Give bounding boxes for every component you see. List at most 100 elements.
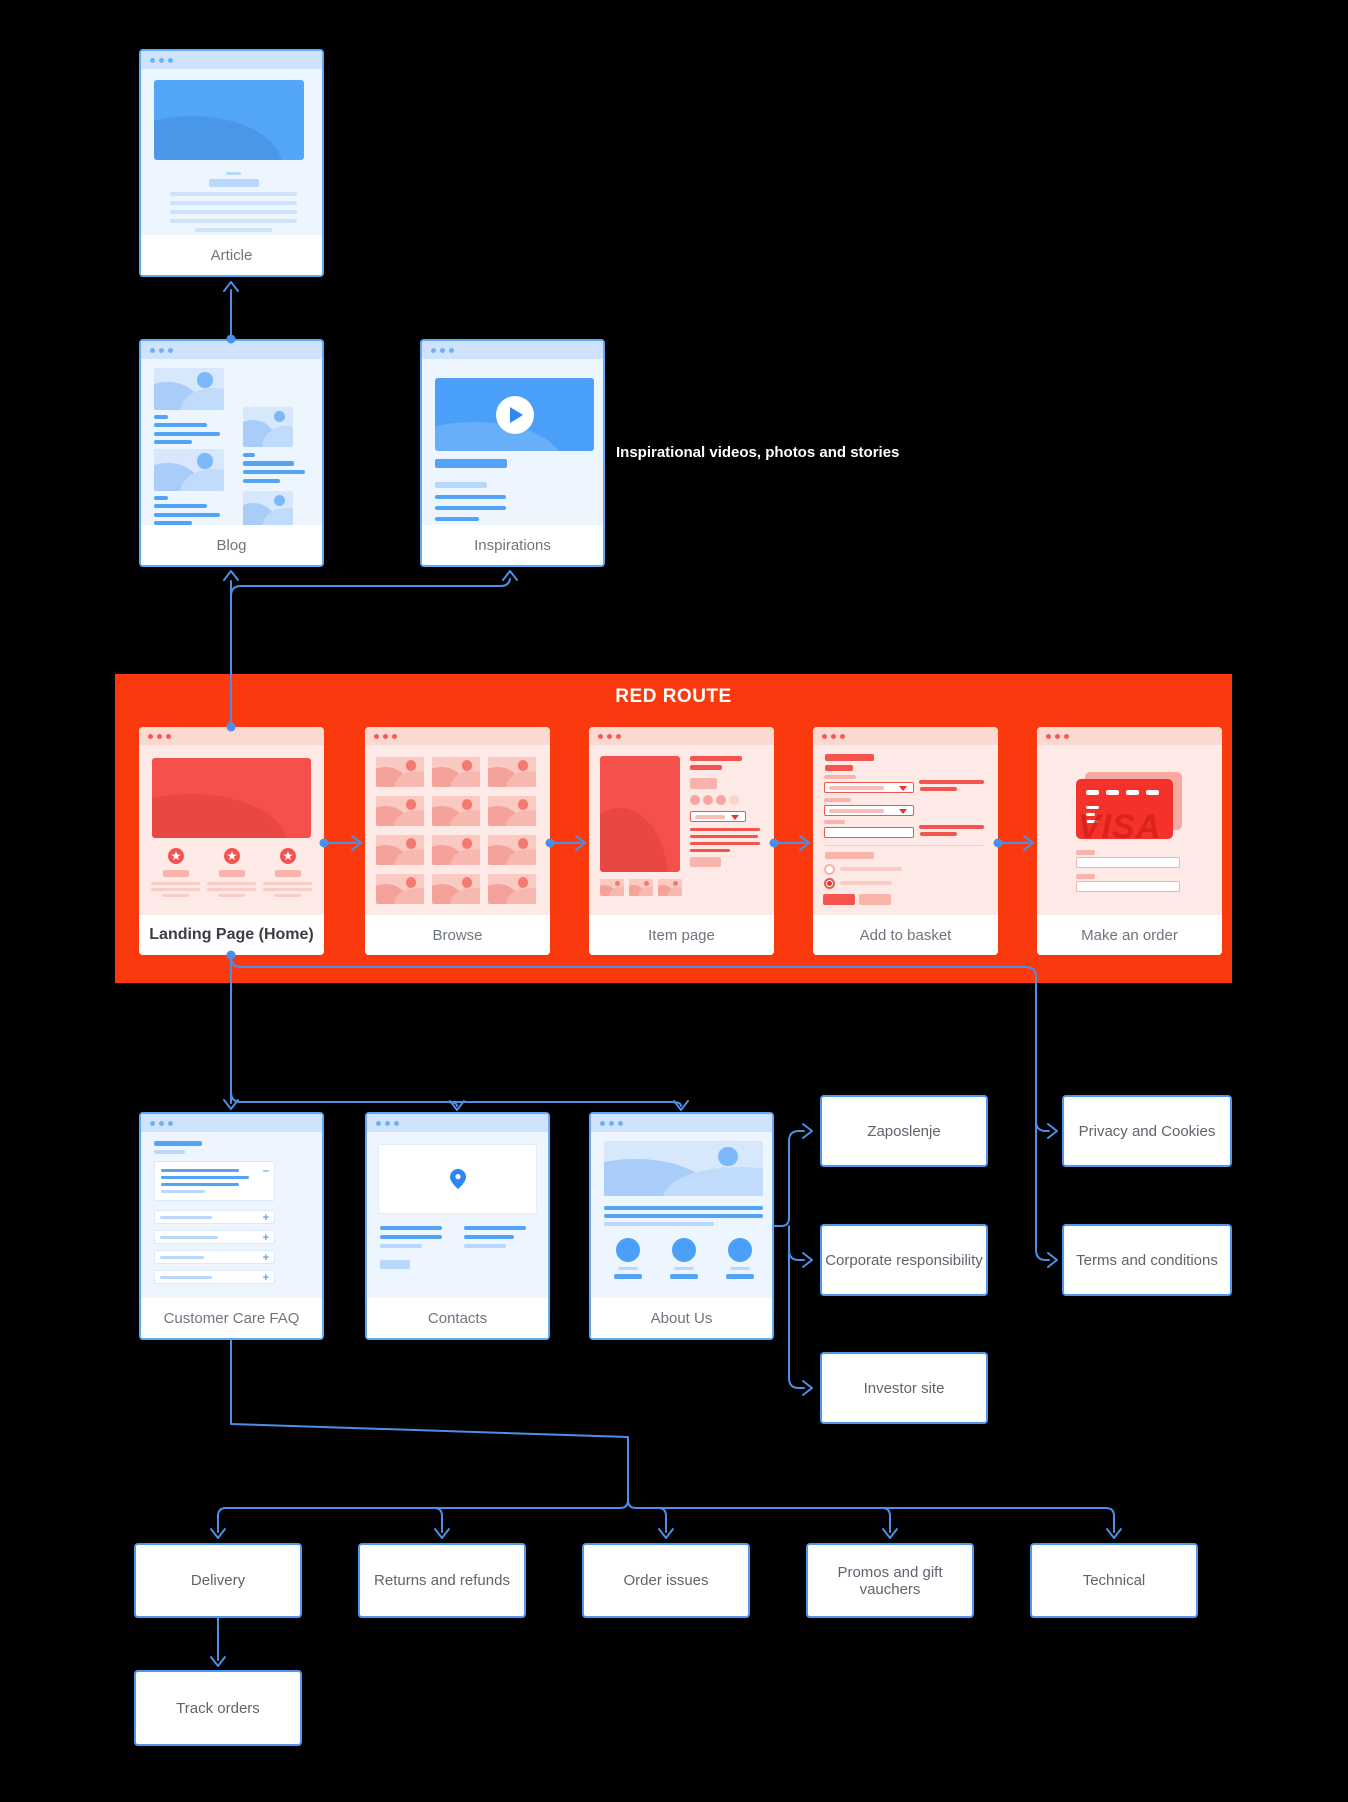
node-privacy-and-cookies[interactable]: Privacy and Cookies bbox=[1062, 1095, 1232, 1167]
node-contacts[interactable]: Contacts bbox=[365, 1112, 550, 1340]
node-technical[interactable]: Technical bbox=[1030, 1543, 1198, 1618]
node-label: Article bbox=[141, 235, 322, 275]
window-dot-icon bbox=[168, 347, 173, 353]
image-placeholder bbox=[432, 874, 480, 904]
browser-titlebar bbox=[367, 1114, 548, 1132]
connector-delivery-track-orders bbox=[210, 1617, 226, 1667]
node-label: Inspirations bbox=[422, 525, 603, 565]
faq-accordion-row[interactable]: + bbox=[154, 1250, 275, 1264]
window-dot-icon bbox=[449, 347, 454, 353]
image-placeholder bbox=[432, 757, 480, 787]
window-dot-icon bbox=[376, 1120, 381, 1126]
window-dot-icon bbox=[598, 733, 603, 739]
avatar bbox=[728, 1238, 752, 1262]
dropdown-select[interactable] bbox=[690, 811, 746, 822]
node-label: Landing Page (Home) bbox=[139, 915, 324, 955]
node-label: Make an order bbox=[1037, 915, 1222, 955]
faq-answer-panel: – bbox=[154, 1161, 275, 1201]
window-dot-icon bbox=[374, 733, 379, 739]
product-image-placeholder bbox=[600, 756, 680, 872]
node-label: Browse bbox=[365, 915, 550, 955]
radio-button-selected[interactable] bbox=[824, 878, 835, 889]
node-delivery[interactable]: Delivery bbox=[134, 1543, 302, 1618]
text-input[interactable] bbox=[1076, 881, 1180, 892]
node-label: Blog bbox=[141, 525, 322, 565]
node-customer-care-faq[interactable]: – + + + + Customer Care FAQ bbox=[139, 1112, 324, 1340]
browser-titlebar bbox=[141, 51, 322, 69]
expand-icon[interactable]: + bbox=[262, 1252, 269, 1264]
window-dot-icon bbox=[394, 1120, 399, 1126]
node-returns-and-refunds[interactable]: Returns and refunds bbox=[358, 1543, 526, 1618]
visa-watermark: VISA bbox=[1078, 808, 1162, 839]
node-investor-site[interactable]: Investor site bbox=[820, 1352, 988, 1424]
swatch-icon bbox=[729, 795, 739, 805]
window-dot-icon bbox=[148, 733, 153, 739]
node-promos-and-gift-vauchers[interactable]: Promos and gift vauchers bbox=[806, 1543, 974, 1618]
image-placeholder bbox=[488, 874, 536, 904]
browser-titlebar bbox=[813, 727, 998, 745]
node-corporate-responsibility[interactable]: Corporate responsibility bbox=[820, 1224, 988, 1296]
dropdown-select[interactable] bbox=[824, 782, 914, 793]
node-landing-page[interactable]: Landing Page (Home) bbox=[139, 727, 324, 955]
node-add-to-basket[interactable]: Add to basket bbox=[813, 727, 998, 955]
node-zaposlenje[interactable]: Zaposlenje bbox=[820, 1095, 988, 1167]
secondary-button bbox=[859, 894, 891, 905]
node-track-orders[interactable]: Track orders bbox=[134, 1670, 302, 1746]
radio-button[interactable] bbox=[824, 864, 835, 875]
window-dot-icon bbox=[600, 1120, 605, 1126]
image-placeholder bbox=[154, 368, 224, 410]
window-dot-icon bbox=[166, 733, 171, 739]
node-make-an-order[interactable]: VISA Make an order bbox=[1037, 727, 1222, 955]
window-dot-icon bbox=[157, 733, 162, 739]
browser-titlebar bbox=[365, 727, 550, 745]
image-placeholder bbox=[154, 449, 224, 491]
avatar bbox=[616, 1238, 640, 1262]
node-label: About Us bbox=[591, 1298, 772, 1338]
image-placeholder bbox=[376, 835, 424, 865]
node-article[interactable]: Article bbox=[139, 49, 324, 277]
node-label: Add to basket bbox=[813, 915, 998, 955]
text-input[interactable] bbox=[1076, 857, 1180, 868]
expand-icon[interactable]: + bbox=[262, 1232, 269, 1244]
dropdown-select[interactable] bbox=[824, 805, 914, 816]
window-dot-icon bbox=[1055, 733, 1060, 739]
browser-titlebar bbox=[591, 1114, 772, 1132]
hero-image-placeholder bbox=[152, 758, 311, 838]
browser-titlebar bbox=[139, 727, 324, 745]
node-blog[interactable]: Blog bbox=[139, 339, 324, 567]
browser-titlebar bbox=[141, 341, 322, 359]
node-inspirations[interactable]: Inspirations bbox=[420, 339, 605, 567]
node-item-page[interactable]: Item page bbox=[589, 727, 774, 955]
image-placeholder bbox=[488, 835, 536, 865]
expand-icon[interactable]: + bbox=[262, 1212, 269, 1224]
window-dot-icon bbox=[1064, 733, 1069, 739]
thumbnail-placeholder bbox=[629, 879, 653, 896]
window-dot-icon bbox=[831, 733, 836, 739]
window-dot-icon bbox=[616, 733, 621, 739]
image-placeholder bbox=[432, 835, 480, 865]
image-placeholder bbox=[376, 757, 424, 787]
image-placeholder bbox=[488, 757, 536, 787]
window-dot-icon bbox=[440, 347, 445, 353]
expand-icon[interactable]: + bbox=[262, 1272, 269, 1284]
image-placeholder bbox=[243, 407, 293, 447]
thumbnail-placeholder bbox=[600, 879, 624, 896]
faq-accordion-row[interactable]: + bbox=[154, 1230, 275, 1244]
text-input[interactable] bbox=[824, 827, 914, 838]
faq-accordion-row[interactable]: + bbox=[154, 1270, 275, 1284]
image-placeholder bbox=[376, 796, 424, 826]
node-browse[interactable]: Browse bbox=[365, 727, 550, 955]
window-dot-icon bbox=[392, 733, 397, 739]
play-icon bbox=[495, 395, 534, 434]
node-about-us[interactable]: About Us bbox=[589, 1112, 774, 1340]
swatch-icon bbox=[690, 795, 700, 805]
collapse-icon[interactable]: – bbox=[262, 1165, 269, 1177]
faq-accordion-row[interactable]: + bbox=[154, 1210, 275, 1224]
window-dot-icon bbox=[150, 1120, 155, 1126]
connector-aboutus-side-pages bbox=[773, 1123, 813, 1396]
node-order-issues[interactable]: Order issues bbox=[582, 1543, 750, 1618]
browser-titlebar bbox=[1037, 727, 1222, 745]
window-dot-icon bbox=[385, 1120, 390, 1126]
node-terms-and-conditions[interactable]: Terms and conditions bbox=[1062, 1224, 1232, 1296]
